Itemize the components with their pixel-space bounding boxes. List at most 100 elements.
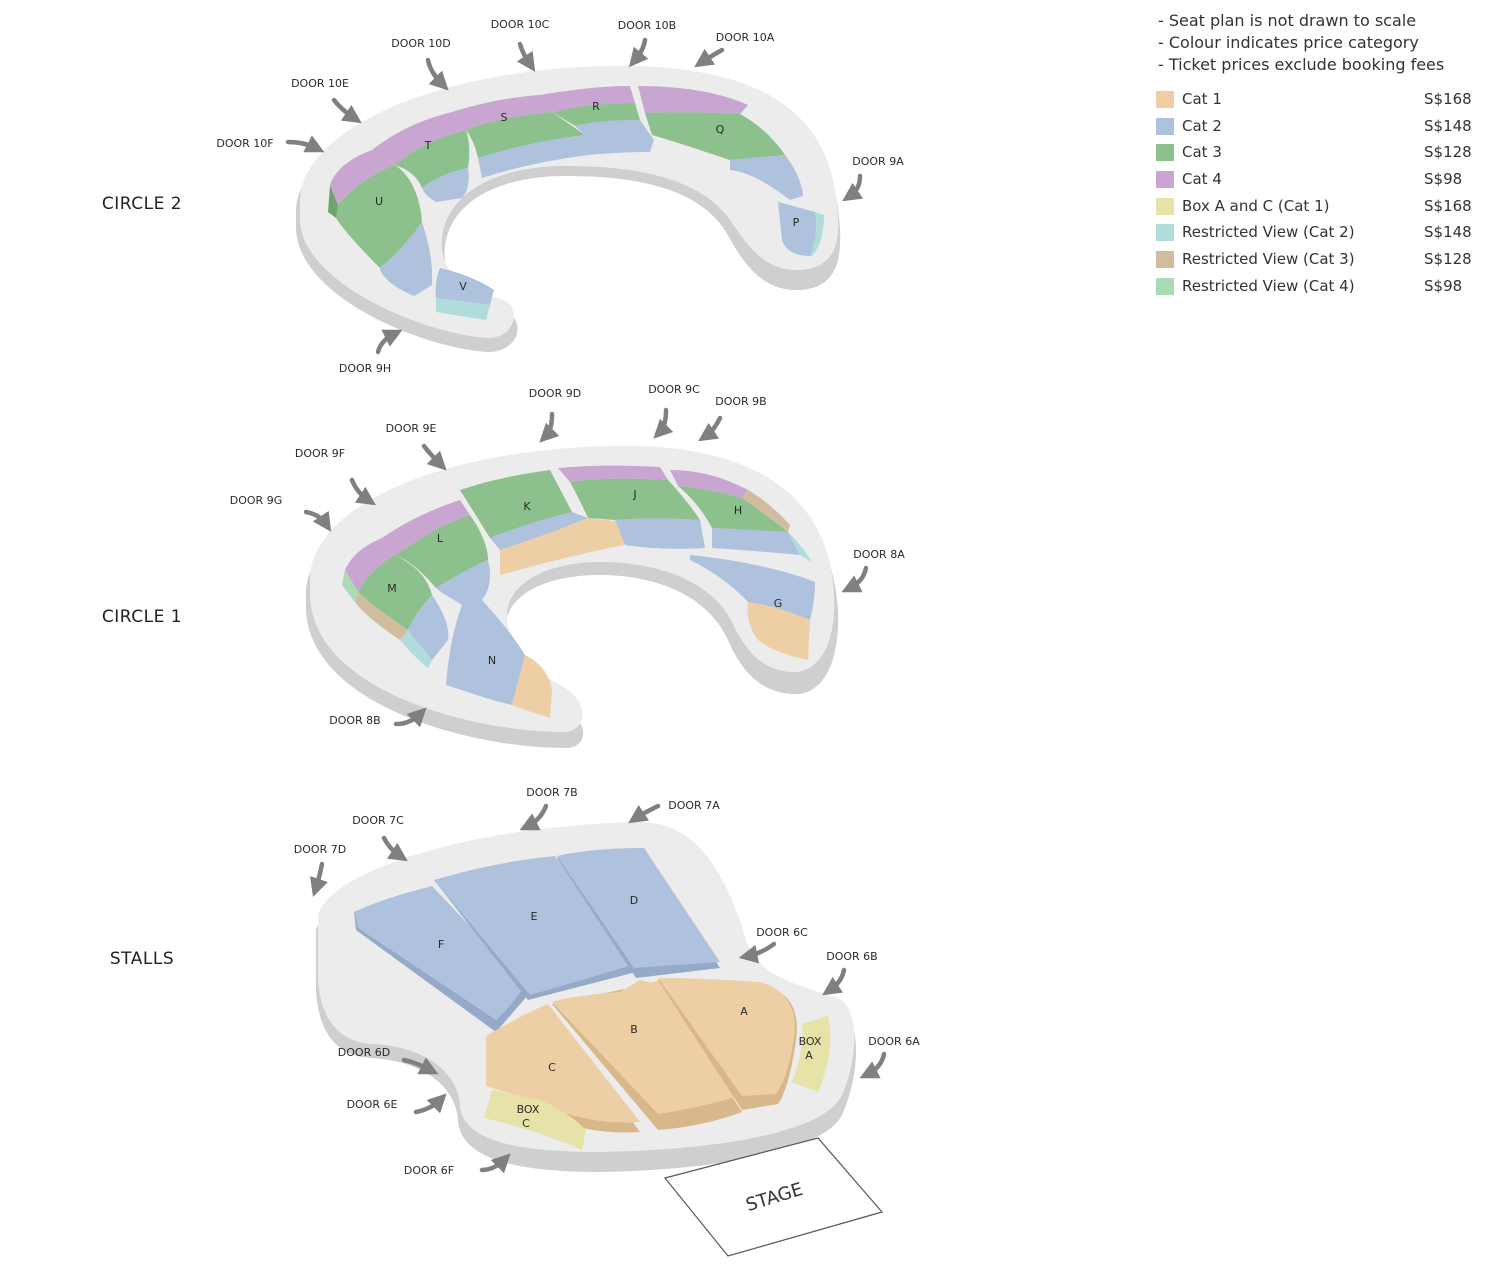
section-k-cat2[interactable] — [490, 512, 588, 550]
legend-swatch — [1156, 197, 1174, 215]
section-p-restricted-cat2[interactable] — [810, 212, 824, 256]
legend-price: S$168 — [1424, 90, 1472, 108]
arrow-door-7b-icon — [519, 803, 549, 831]
legend-price: S$128 — [1424, 143, 1472, 162]
section-t-cat3[interactable] — [395, 130, 470, 188]
section-a-label: A — [740, 1005, 748, 1018]
section-j-cat3[interactable] — [570, 478, 700, 520]
section-q-cat2[interactable] — [730, 155, 803, 200]
section-g-cat2[interactable] — [690, 555, 815, 620]
note-item: - Colour indicates price category — [1158, 33, 1419, 52]
section-q-cat4[interactable] — [638, 86, 748, 114]
section-g-label: G — [774, 597, 783, 610]
door-10d-label: DOOR 10D — [391, 37, 450, 50]
section-j-cat2[interactable] — [615, 518, 705, 549]
section-q-cat3[interactable] — [645, 112, 785, 160]
circle-1-level: G H J K L M N CIRCLE 1 — [102, 445, 839, 748]
section-t-cat4[interactable] — [372, 112, 466, 165]
arrow-door-9b-icon — [698, 415, 723, 442]
section-j-cat4[interactable] — [558, 465, 668, 482]
legend-label: Cat 3 — [1182, 143, 1222, 162]
section-b-cat1[interactable] — [552, 980, 740, 1114]
box-c-cat1[interactable] — [484, 1090, 586, 1150]
section-h-cat3[interactable] — [678, 486, 788, 532]
section-h-cat2[interactable] — [712, 528, 800, 555]
door-10c-label: DOOR 10C — [491, 18, 550, 31]
section-r-cat2[interactable] — [575, 120, 654, 155]
section-p-cat2[interactable] — [778, 202, 817, 256]
note-item: - Ticket prices exclude booking fees — [1158, 55, 1445, 74]
door-9g-label: DOOR 9G — [230, 494, 282, 507]
section-m-label: M — [387, 582, 397, 595]
section-g-cat1[interactable] — [747, 602, 810, 660]
legend-swatch — [1156, 224, 1174, 242]
arrow-door-9h-icon — [375, 329, 403, 355]
section-k-cat3[interactable] — [460, 470, 572, 538]
section-l-cat2[interactable] — [436, 560, 490, 605]
section-s-cat3[interactable] — [466, 112, 585, 158]
section-v-cat2[interactable] — [435, 268, 494, 305]
section-n-cat2[interactable] — [446, 600, 525, 705]
legend-item: Restricted View (Cat 2) S$148 — [1156, 221, 1476, 248]
door-6e-label: DOOR 6E — [347, 1098, 398, 1111]
section-e-cat2[interactable] — [434, 856, 632, 995]
section-h-restricted-cat3[interactable] — [742, 490, 790, 532]
section-m-restricted-cat4[interactable] — [342, 570, 358, 602]
section-u-cat4[interactable] — [330, 150, 395, 205]
section-l-cat4[interactable] — [382, 500, 470, 555]
box-a-label-letter: A — [805, 1049, 813, 1062]
box-a-cat1[interactable] — [792, 1016, 831, 1092]
section-t-cat2[interactable] — [422, 168, 469, 202]
arrow-door-9d-icon — [539, 411, 560, 443]
section-r-cat4[interactable] — [540, 86, 635, 112]
legend-swatch — [1156, 277, 1174, 295]
arrow-door-6c-icon — [738, 941, 777, 964]
legend-swatch — [1156, 144, 1174, 162]
stage — [663, 1137, 884, 1257]
section-e-label: E — [531, 910, 538, 923]
section-l-cat3[interactable] — [395, 515, 488, 588]
arrow-door-9f-icon — [349, 477, 376, 506]
legend-price: S$148 — [1424, 223, 1472, 242]
door-9a-label: DOOR 9A — [852, 155, 904, 168]
circle-2-level: P Q R S T U V CIRCLE 2 — [102, 65, 841, 353]
section-h-cat4[interactable] — [670, 470, 748, 498]
section-u-cat2[interactable] — [380, 222, 433, 296]
arrow-door-10a-icon — [694, 47, 725, 68]
section-m-cat4[interactable] — [345, 538, 395, 592]
section-u-cat3[interactable] — [336, 165, 422, 268]
legend-item: Cat 1 S$168 — [1156, 88, 1476, 115]
section-n-cat1[interactable] — [512, 655, 552, 718]
section-k-label: K — [523, 500, 531, 513]
section-v-restricted[interactable] — [436, 298, 490, 320]
section-s-cat4[interactable] — [452, 95, 552, 130]
arrow-door-9a-icon — [842, 173, 864, 202]
section-m-restricted-cat2[interactable] — [400, 630, 432, 668]
section-m-restricted-cat3[interactable] — [355, 592, 408, 640]
section-m-cat3[interactable] — [358, 555, 432, 630]
arrow-door-9c-icon — [653, 407, 674, 439]
section-c-cat1[interactable] — [486, 1004, 640, 1123]
legend-price: S$148 — [1424, 116, 1472, 135]
section-m-cat2[interactable] — [408, 595, 449, 660]
door-9f-label: DOOR 9F — [295, 447, 345, 460]
section-b-label: B — [630, 1023, 638, 1036]
section-f-cat2[interactable] — [354, 886, 526, 1020]
door-6c-label: DOOR 6C — [756, 926, 808, 939]
legend-swatch — [1156, 117, 1174, 135]
section-h-restricted-cat2[interactable] — [788, 532, 812, 562]
door-9c-label: DOOR 9C — [648, 383, 700, 396]
box-c-label-box: BOX — [517, 1103, 540, 1116]
section-r-label: R — [592, 100, 600, 113]
arrow-door-6b-icon — [822, 967, 847, 996]
section-r-cat3[interactable] — [552, 103, 640, 126]
section-k-cat1[interactable] — [500, 518, 624, 575]
section-d-cat2[interactable] — [557, 848, 720, 968]
door-9e-label: DOOR 9E — [386, 422, 437, 435]
section-a-cat1[interactable] — [658, 978, 795, 1096]
legend-item: Restricted View (Cat 4) S$98 — [1156, 275, 1476, 302]
door-10f-label: DOOR 10F — [216, 137, 273, 150]
section-v-label: V — [459, 280, 467, 293]
section-s-cat2[interactable] — [478, 135, 588, 178]
